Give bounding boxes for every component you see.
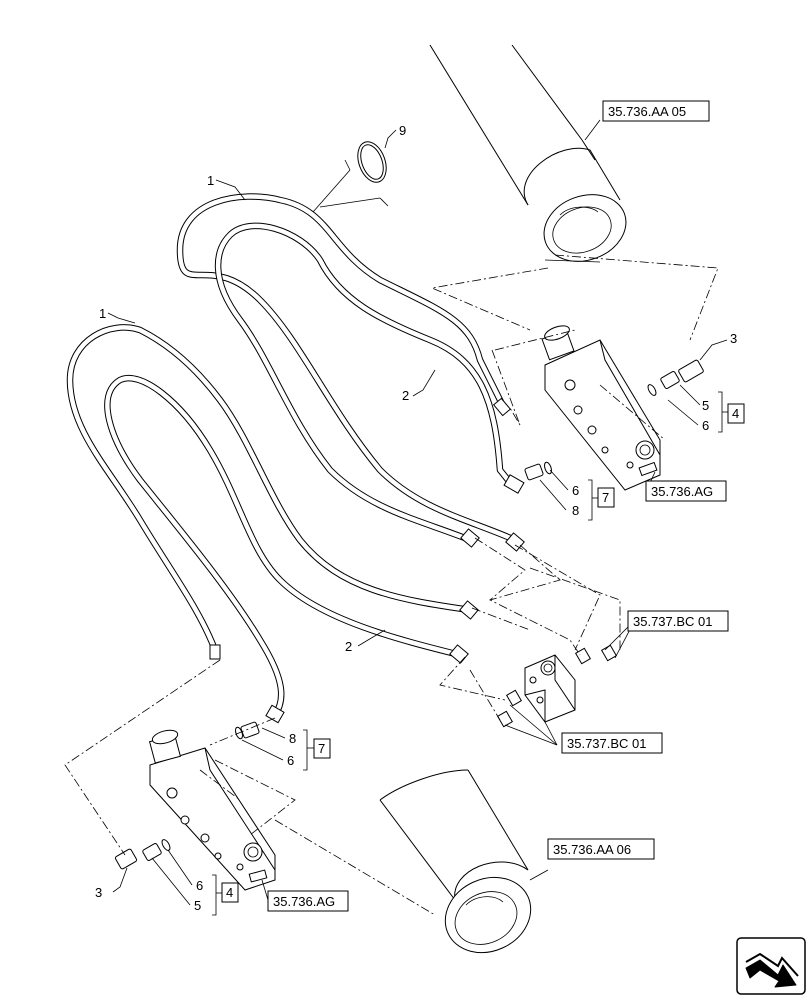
kit-label-4-bottom: 4 — [226, 885, 233, 900]
part-label-5-upper: 5 — [702, 398, 709, 413]
next-page-arrow-icon[interactable] — [736, 937, 806, 995]
kit-label-4-upper: 4 — [732, 406, 739, 421]
ref-link-ag-lower[interactable]: 35.736.AG — [267, 890, 349, 912]
lower-cylinder — [379, 769, 532, 954]
ref-link-bc01-upper[interactable]: 35.737.BC 01 — [627, 610, 729, 632]
ring-part-9 — [357, 141, 387, 183]
part-label-6-upper: 6 — [702, 418, 709, 433]
connection-lines — [64, 254, 719, 916]
part-label-3-upper: 3 — [730, 331, 737, 346]
small-valve-block — [496, 644, 618, 728]
hoses — [66, 193, 519, 719]
ref-label-aa05: 35.736.AA 05 — [608, 104, 686, 119]
part-label-6-lower: 6 — [287, 753, 294, 768]
ref-link-bc01-lower[interactable]: 35.737.BC 01 — [561, 732, 663, 754]
kit-label-7-lower: 7 — [318, 741, 325, 756]
ref-label-ag-lower: 35.736.AG — [273, 894, 335, 909]
ref-label-aa06: 35.736.AA 06 — [553, 842, 631, 857]
kit-number-boxes: 4 7 7 4 — [221, 403, 745, 903]
part-label-6-mid: 6 — [572, 483, 579, 498]
ref-link-aa06[interactable]: 35.736.AA 06 — [547, 838, 655, 860]
part-label-8-mid: 8 — [572, 503, 579, 518]
part-label-1-lower: 1 — [99, 306, 106, 321]
upper-fittings — [524, 359, 704, 481]
ref-label-ag-upper: 35.736.AG — [651, 484, 713, 499]
upper-cylinder — [429, 44, 627, 263]
leader-lines — [107, 119, 728, 916]
ref-label-bc01-upper: 35.737.BC 01 — [633, 614, 713, 629]
part-label-2-upper: 2 — [402, 388, 409, 403]
part-label-6-bottom: 6 — [196, 878, 203, 893]
ref-label-bc01-lower: 35.737.BC 01 — [567, 736, 647, 751]
part-label-9: 9 — [399, 123, 406, 138]
part-label-8-lower: 8 — [289, 731, 296, 746]
part-label-2-lower: 2 — [345, 639, 352, 654]
part-label-3-lower: 3 — [95, 885, 102, 900]
hose-end-fittings — [209, 397, 525, 724]
part-label-5-bottom: 5 — [194, 898, 201, 913]
lower-valve-block — [148, 729, 276, 891]
reference-boxes: 35.736.AA 05 35.736.AG 35.737.BC 01 35.7… — [267, 100, 729, 912]
part-label-1-upper: 1 — [207, 173, 214, 188]
kit-label-7-mid: 7 — [602, 490, 609, 505]
ref-link-ag-upper[interactable]: 35.736.AG — [645, 480, 727, 502]
upper-valve-block — [541, 325, 661, 491]
part-labels: 1 9 1 2 2 3 5 6 6 8 8 6 3 6 5 — [95, 123, 737, 913]
ref-link-aa05[interactable]: 35.736.AA 05 — [602, 100, 710, 122]
